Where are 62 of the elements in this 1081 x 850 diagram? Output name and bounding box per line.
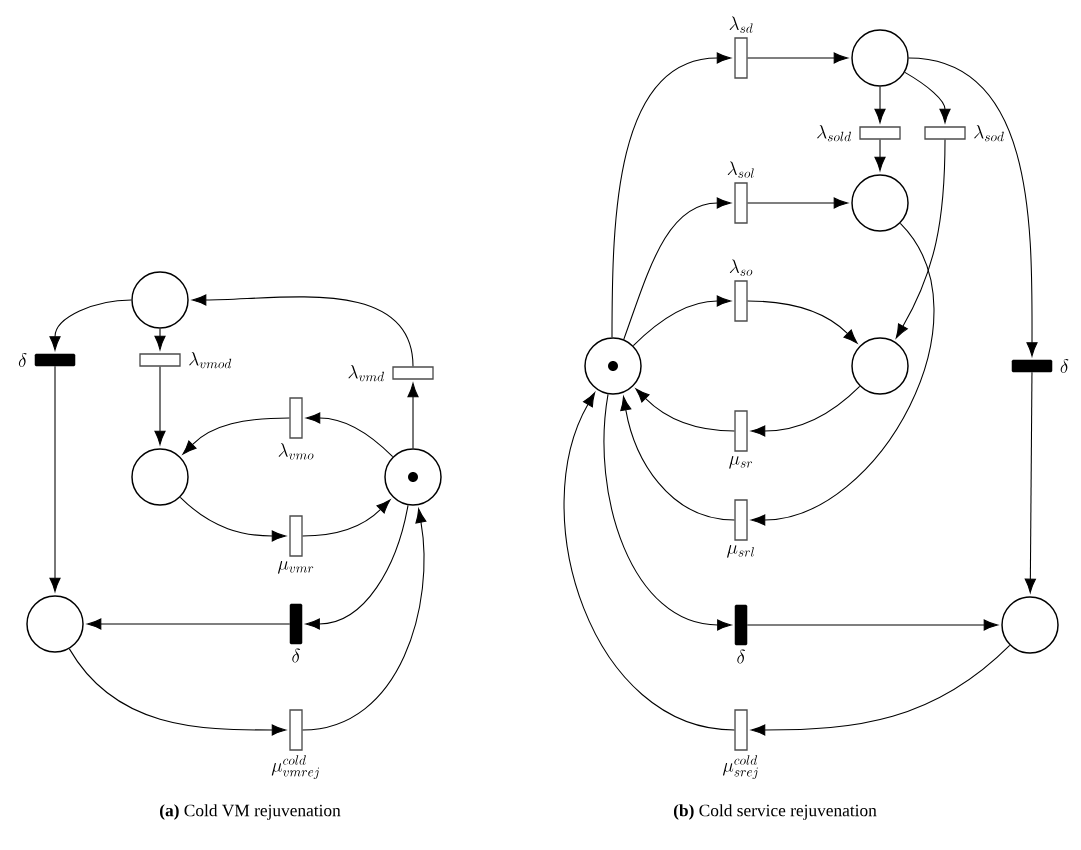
- arc-arrow: [874, 139, 886, 171]
- arc-arrow: [49, 299, 132, 351]
- arc-arrow: [179, 496, 287, 542]
- rate-label: $\delta$: [737, 649, 745, 664]
- place-circle: [851, 337, 909, 395]
- rate-label: $\lambda_{vmd}$: [348, 364, 384, 382]
- arc-arrow: [746, 619, 998, 631]
- arc-arrow: [908, 57, 1038, 357]
- rate-label: $\lambda_{sd}$: [729, 16, 753, 33]
- place-circle: [584, 337, 642, 395]
- rate-label: $\lambda_{so}$: [729, 259, 753, 276]
- rate-label: $\mu_{srl}$: [727, 545, 754, 558]
- arc-arrow: [632, 295, 732, 347]
- rate-label: $\lambda_{sod}$: [974, 124, 1004, 142]
- arc-arrow: [154, 366, 166, 445]
- arc-arrow: [750, 644, 1011, 736]
- caption: (b) Cold service rejuvenation: [673, 804, 877, 820]
- arc-arrow: [305, 412, 394, 458]
- arc-arrow: [611, 52, 732, 338]
- rate-label: $\lambda_{sold}$: [817, 124, 851, 142]
- place-circle: [131, 271, 189, 329]
- arc-arrow: [1024, 371, 1036, 593]
- arc-arrow: [747, 52, 848, 64]
- rate-label: $\lambda_{vmod}$: [189, 351, 232, 369]
- arc-arrow: [747, 300, 858, 344]
- arc-arrow: [563, 392, 735, 731]
- place-circle: [131, 448, 189, 506]
- place-circle: [384, 448, 442, 506]
- arc-arrow: [87, 618, 291, 630]
- arc-arrow: [302, 499, 391, 537]
- arc-arrow: [603, 393, 732, 631]
- arc-arrow: [192, 294, 414, 367]
- arc-arrow: [305, 504, 409, 630]
- arc-arrow: [154, 328, 166, 351]
- rate-label: $\mu_{vmrej}^{cold}$: [271, 755, 320, 779]
- arc-arrow: [635, 388, 735, 432]
- place-circle: [1001, 596, 1059, 654]
- place-circle: [851, 174, 909, 232]
- rate-label: $\mu_{srej}^{cold}$: [723, 755, 758, 779]
- arc-arrow: [750, 222, 935, 526]
- arc-arrow: [895, 139, 946, 339]
- arc-arrow: [68, 648, 287, 736]
- place-circle: [26, 595, 84, 653]
- arc-arrow: [747, 197, 848, 209]
- rate-label: $\mu_{vmr}$: [278, 561, 314, 574]
- rate-label: $\delta$: [18, 353, 27, 367]
- rate-label: $\mu_{sr}$: [729, 456, 753, 469]
- arc-arrow: [302, 508, 427, 731]
- rate-label: $\delta$: [292, 648, 300, 663]
- arc-arrow: [182, 417, 290, 455]
- place-circle: [851, 29, 909, 87]
- arc-arrow: [623, 197, 732, 340]
- arc-arrow: [874, 86, 886, 124]
- arc-arrow: [750, 385, 861, 437]
- rate-label: $\lambda_{sol}$: [727, 161, 754, 178]
- arc-arrow: [407, 382, 419, 449]
- caption: (a) Cold VM rejuvenation: [160, 804, 341, 820]
- arc-arrow: [904, 71, 951, 124]
- rate-label: $\delta$: [1060, 359, 1069, 373]
- arc-arrow: [49, 365, 61, 592]
- arc-arrow: [620, 396, 735, 521]
- rate-label: $\lambda_{vmo}$: [278, 443, 314, 460]
